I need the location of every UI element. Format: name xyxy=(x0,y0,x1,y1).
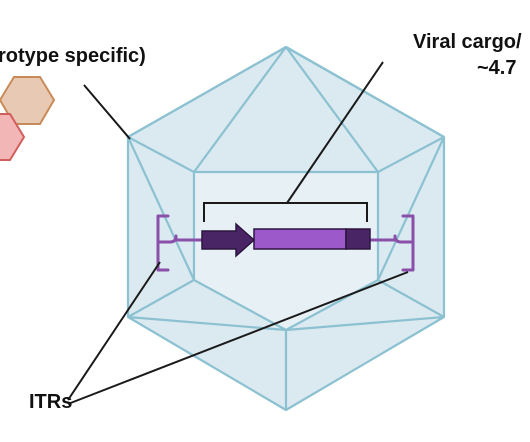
leader-lines xyxy=(67,61,409,405)
polya-block-icon xyxy=(345,228,371,250)
itrs-label: ITRs xyxy=(29,391,73,413)
transgene-bar-icon xyxy=(253,228,347,250)
hexagon-icon xyxy=(0,113,26,161)
cargo-bracket xyxy=(203,202,368,222)
serotype-label: rotype specific) xyxy=(0,45,146,67)
cargo-label-line2: ~4.7 xyxy=(477,57,517,79)
itr-right-icon xyxy=(365,214,415,272)
itr-left-icon xyxy=(156,214,206,272)
cargo-label-line1: Viral cargo/ xyxy=(413,31,522,53)
promoter-arrow-icon xyxy=(201,222,256,258)
serotype-hexagons xyxy=(0,76,56,161)
